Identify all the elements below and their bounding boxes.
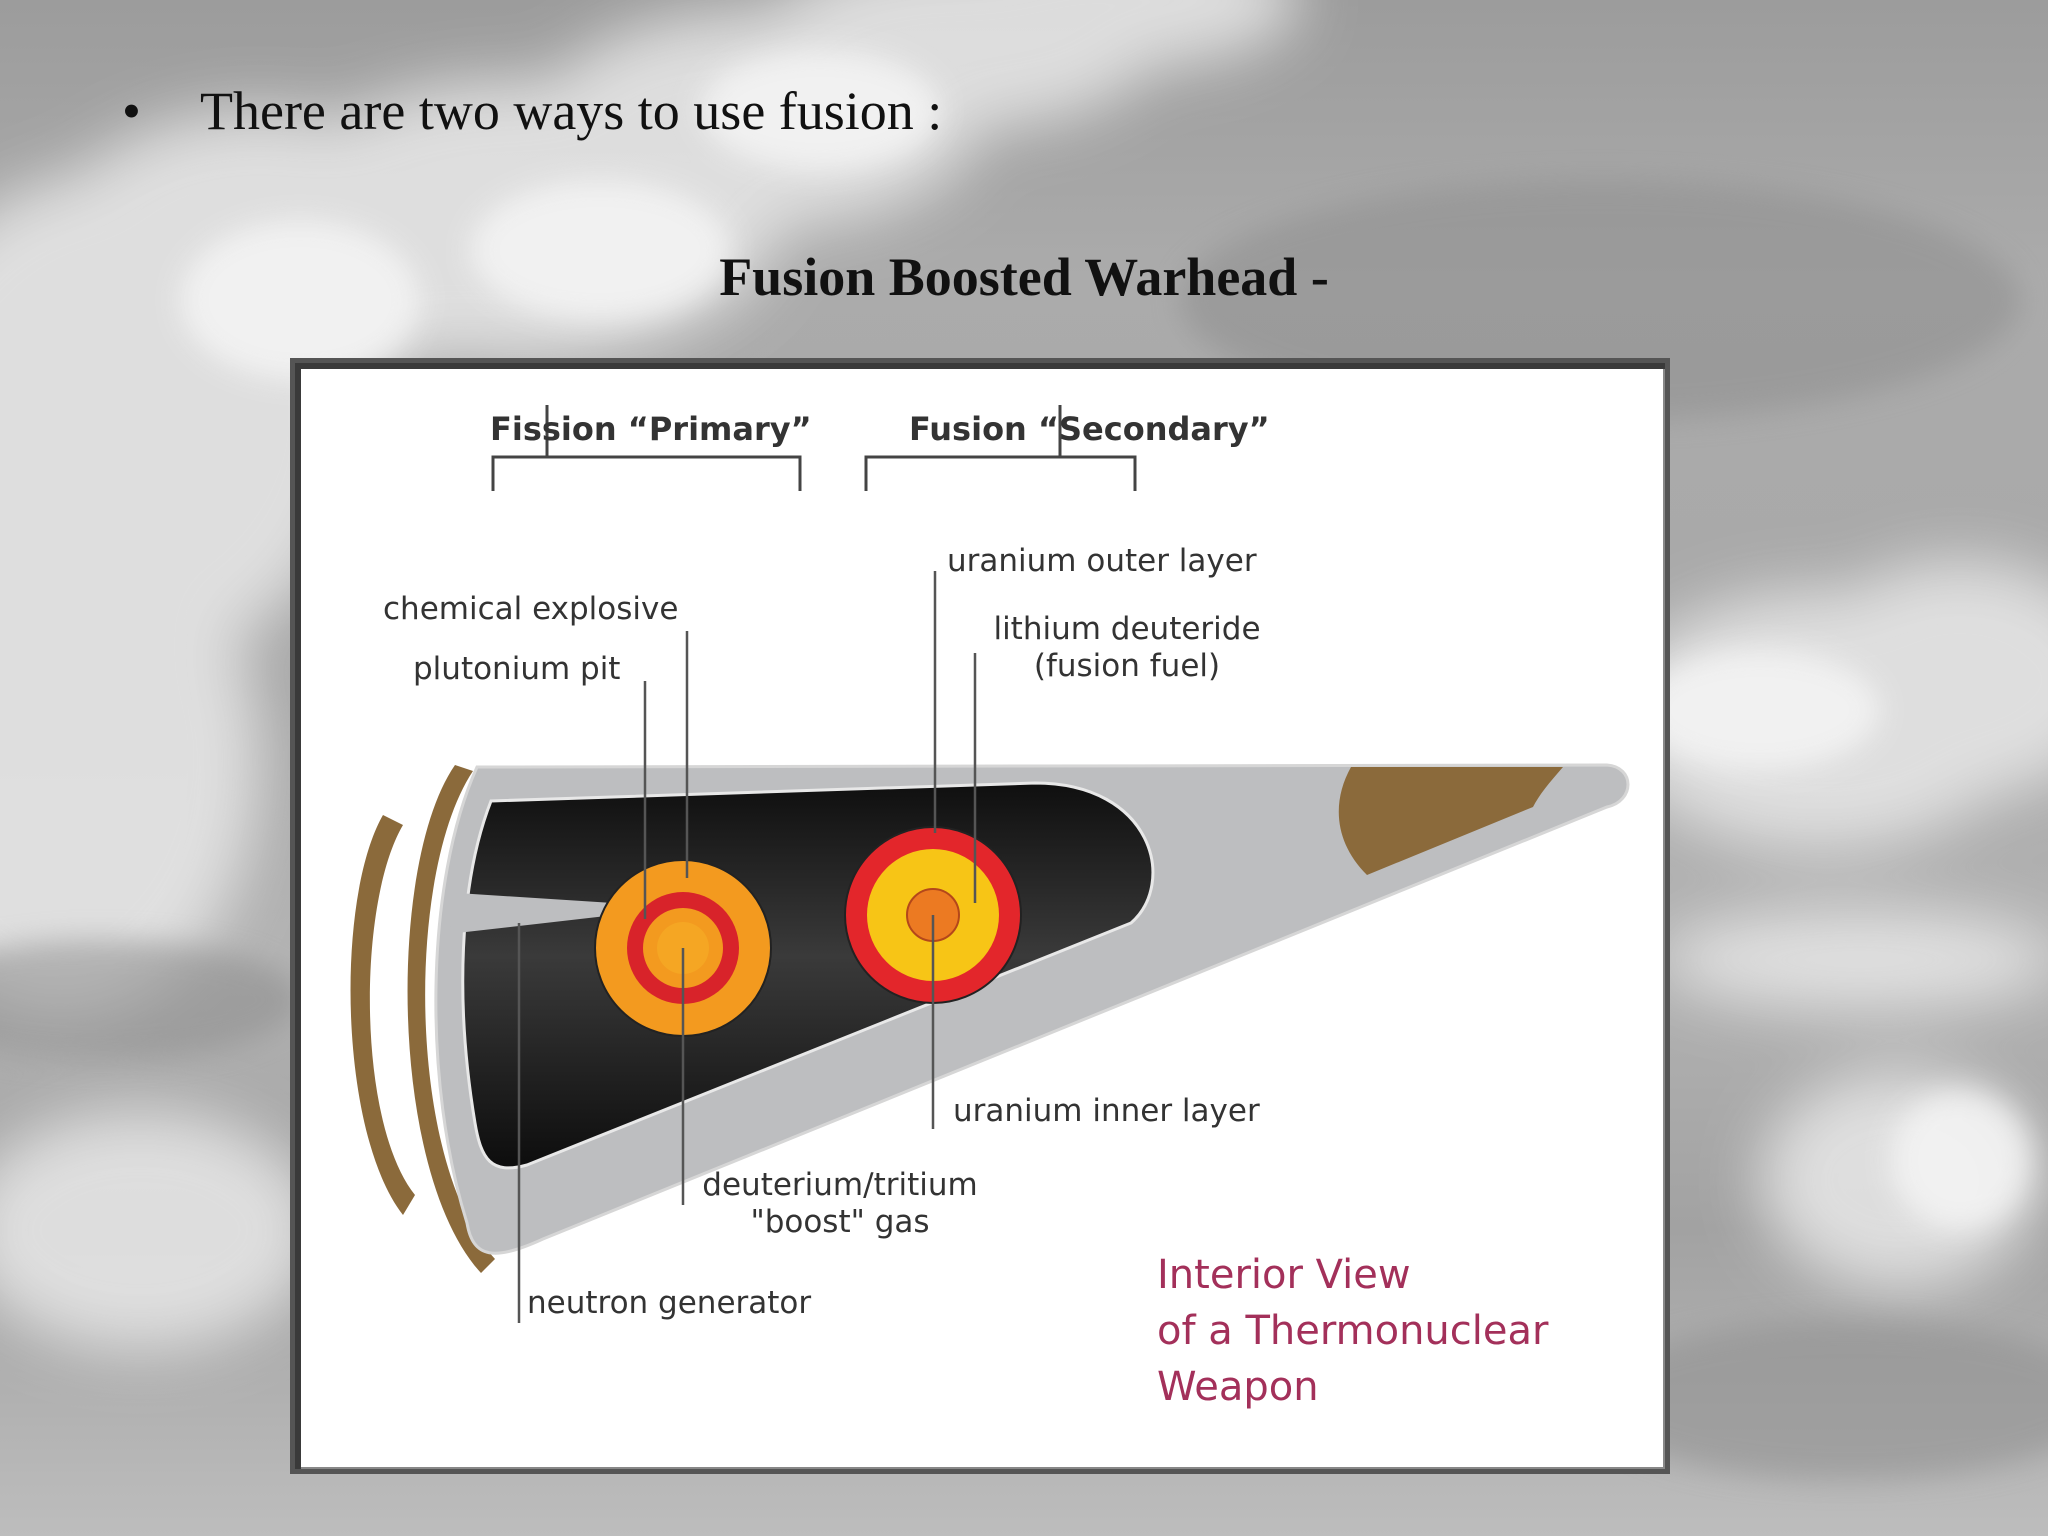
label-fusion-secondary: Fusion “Secondary” — [909, 410, 1270, 448]
warhead-diagram: Fission “Primary” Fusion “Secondary” che… — [290, 358, 1670, 1474]
label-chemical-explosive: chemical explosive — [383, 591, 679, 627]
primary-bracket — [491, 405, 802, 491]
label-boost-gas-line2: "boost" gas — [750, 1203, 930, 1240]
neutron-generator-shape — [447, 893, 615, 933]
label-neutron-generator: neutron generator — [527, 1285, 812, 1321]
caption-line-1: Interior View — [1157, 1252, 1411, 1298]
label-plutonium-pit: plutonium pit — [413, 651, 621, 687]
caption-line-3: Weapon — [1157, 1364, 1319, 1410]
leader-lines — [517, 571, 977, 1323]
secondary-bracket — [864, 405, 1137, 491]
diagram-caption: Interior View of a Thermonuclear Weapon — [1157, 1247, 1548, 1415]
bullet-item: • There are two ways to use fusion : — [122, 80, 942, 142]
bullet-text: There are two ways to use fusion : — [200, 81, 943, 141]
tip-band — [1338, 767, 1563, 875]
label-lithium-deuteride-line2: (fusion fuel) — [1033, 647, 1221, 684]
warhead-illustration — [350, 405, 1630, 1323]
rear-plate-inner — [407, 765, 495, 1273]
bullet-symbol: • — [122, 81, 141, 141]
label-uranium-inner-layer: uranium inner layer — [953, 1093, 1260, 1129]
label-fission-primary: Fission “Primary” — [490, 410, 812, 448]
label-boost-gas: deuterium/tritium "boost" gas — [695, 1167, 985, 1240]
label-lithium-deuteride-line1: lithium deuteride — [993, 611, 1261, 647]
slide-subtitle: Fusion Boosted Warhead - — [719, 247, 1329, 307]
caption-line-2: of a Thermonuclear — [1157, 1308, 1549, 1354]
label-uranium-outer-layer: uranium outer layer — [947, 543, 1257, 579]
rear-plate-outer — [350, 815, 415, 1215]
label-boost-gas-line1: deuterium/tritium — [702, 1167, 978, 1203]
label-lithium-deuteride: lithium deuteride (fusion fuel) — [987, 611, 1267, 684]
